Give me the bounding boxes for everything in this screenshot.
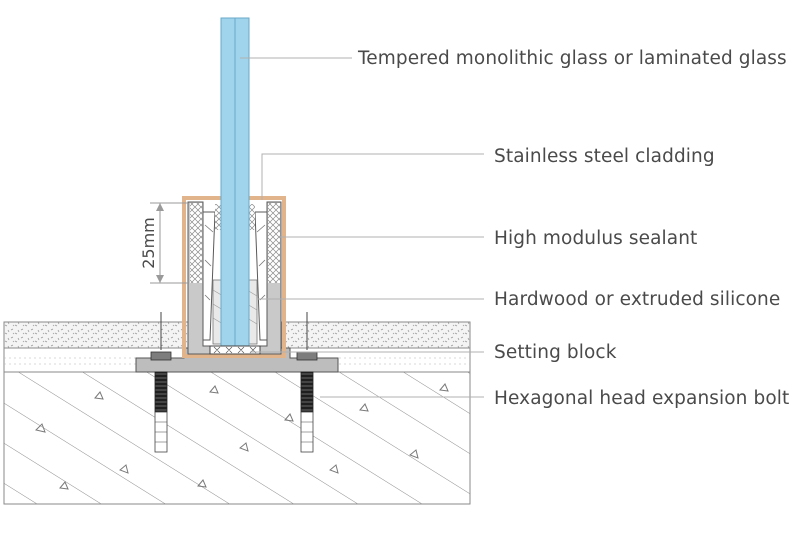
- leader-lines: [240, 57, 484, 398]
- label-hardwood: Hardwood or extruded silicone: [494, 289, 780, 310]
- glass-pane: [220, 17, 250, 347]
- label-glass: Tempered monolithic glass or laminated g…: [357, 48, 787, 69]
- concrete-slab: [3, 371, 471, 505]
- label-bolt: Hexagonal head expansion bolt: [494, 388, 789, 409]
- high-modulus-sealant: [190, 203, 280, 283]
- hardwood-wedges: [212, 279, 258, 345]
- dimension-25mm: 25mm: [139, 202, 188, 284]
- label-cladding: Stainless steel cladding: [494, 146, 715, 167]
- label-sealant: High modulus sealant: [494, 228, 697, 249]
- dimension-label: 25mm: [139, 217, 158, 269]
- tile-finish-layer: [3, 321, 471, 349]
- label-setting-block: Setting block: [494, 342, 617, 363]
- stainless-steel-cladding: [182, 196, 286, 358]
- setting-block: [209, 345, 261, 355]
- expansion-bolt-right: [296, 312, 318, 453]
- expansion-bolt-left: [150, 312, 172, 453]
